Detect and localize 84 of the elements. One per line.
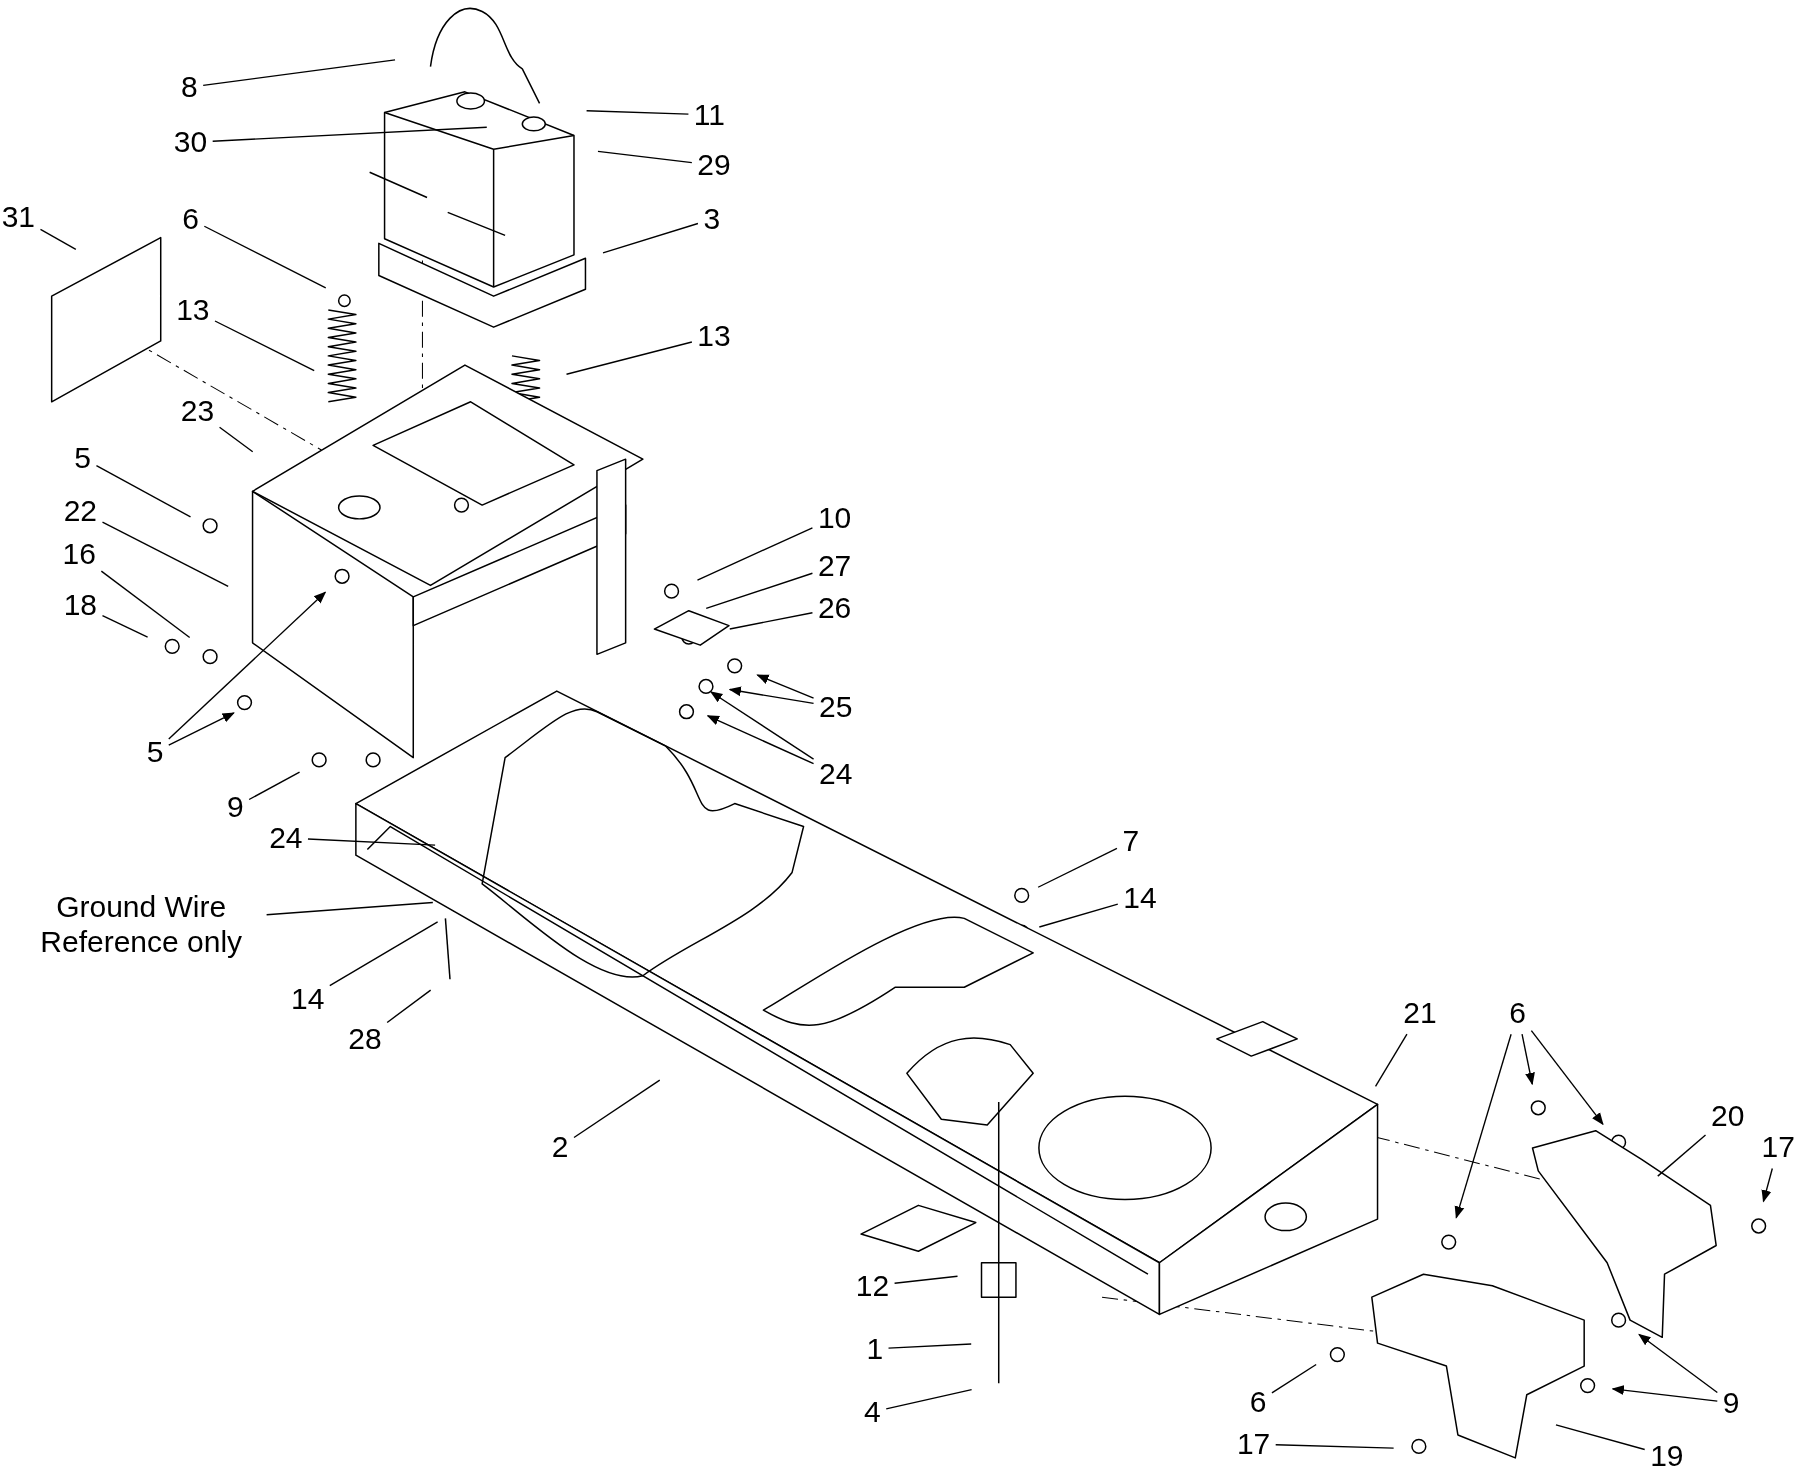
- leader-line: [1454, 1033, 1512, 1219]
- leader-line: [265, 901, 434, 916]
- callout-number: 4: [862, 1393, 883, 1431]
- callout-number: 6: [1507, 994, 1528, 1031]
- callout-number: 3: [701, 201, 723, 238]
- callout-number: 25: [817, 688, 855, 726]
- leader-line: [1037, 847, 1118, 888]
- leader-line: [696, 527, 814, 581]
- callout-number: 20: [1709, 1097, 1747, 1135]
- leader-line: [101, 521, 229, 587]
- leader-line: [307, 838, 436, 846]
- callout-number: 9: [225, 788, 246, 826]
- leader-line: [885, 1388, 973, 1410]
- leader-line: [202, 59, 396, 87]
- leader-line: [212, 126, 488, 142]
- callout-number: 30: [171, 124, 210, 161]
- callout-number: 24: [817, 755, 855, 792]
- leader-line: [1275, 1444, 1395, 1449]
- leader-line: [756, 674, 815, 699]
- leader-line: [218, 426, 254, 453]
- callout-number: 24: [267, 819, 305, 857]
- callout-number: 28: [346, 1020, 384, 1058]
- leader-line: [706, 715, 815, 765]
- leader-line: [101, 614, 149, 638]
- callout-number: 9: [1720, 1384, 1742, 1422]
- leader-line: [1611, 1385, 1718, 1402]
- leader-line: [1530, 1029, 1604, 1126]
- callout-number: 1: [864, 1330, 886, 1368]
- callout-number: 14: [288, 980, 327, 1017]
- leader-line: [602, 222, 699, 254]
- callout-number: 16: [60, 536, 98, 573]
- leader-line: [1521, 1033, 1535, 1086]
- callout-number: 13: [695, 318, 733, 355]
- leader-line: [248, 771, 301, 801]
- leader-line: [168, 712, 235, 746]
- leader-line: [203, 225, 327, 289]
- leader-line: [1374, 1033, 1408, 1087]
- callout-number: 11: [691, 96, 727, 134]
- leader-line: [728, 686, 815, 705]
- leader-line: [705, 572, 814, 610]
- leader-line: [329, 921, 439, 987]
- leader-line: [729, 612, 814, 630]
- leader-line: [168, 591, 327, 740]
- callout-number: 5: [144, 733, 166, 771]
- leader-line: [573, 1079, 661, 1139]
- callout-number: 27: [815, 547, 854, 585]
- leader-line: [95, 464, 192, 518]
- leader-line: [1761, 1167, 1773, 1203]
- leader-line: [1657, 1134, 1707, 1177]
- callout-number: 12: [853, 1267, 892, 1304]
- callout-number: 26: [815, 590, 854, 627]
- callout-number: 19: [1648, 1437, 1686, 1474]
- callout-number: 21: [1401, 994, 1439, 1031]
- callout-number: 5: [72, 439, 93, 477]
- leader-line: [1555, 1424, 1646, 1451]
- callout-number: 29: [695, 147, 733, 184]
- callout-number: 18: [61, 586, 100, 624]
- callout-number: 17: [1759, 1128, 1797, 1166]
- leader-line: [597, 150, 693, 164]
- leader-line: [1271, 1363, 1317, 1394]
- callout-number: 6: [1247, 1383, 1269, 1420]
- leader-line: [585, 110, 690, 115]
- leader-line: [39, 228, 77, 250]
- leader-line: [100, 570, 191, 639]
- leader-line: [386, 989, 432, 1024]
- leader-line: [710, 691, 815, 760]
- callout-number: 2: [549, 1128, 571, 1166]
- callout-number: 17: [1234, 1425, 1273, 1463]
- callout-number: 8: [179, 69, 200, 106]
- callout-number: 31: [0, 198, 38, 236]
- callout-number: 14: [1121, 879, 1159, 916]
- callout-number: 6: [180, 201, 201, 238]
- leader-line: [565, 341, 693, 375]
- leader-line: [1038, 903, 1119, 928]
- leader-line: [893, 1275, 959, 1284]
- callout-number: 7: [1120, 823, 1142, 860]
- callout-number: 23: [178, 392, 217, 430]
- callout-number: 10: [815, 499, 854, 536]
- callout-number: 13: [174, 291, 212, 329]
- leader-line: [1638, 1333, 1718, 1394]
- leader-line: [214, 320, 315, 372]
- callout-number: 22: [61, 492, 100, 530]
- note-text: Ground Wire Reference only: [19, 888, 264, 960]
- leader-line: [887, 1343, 972, 1349]
